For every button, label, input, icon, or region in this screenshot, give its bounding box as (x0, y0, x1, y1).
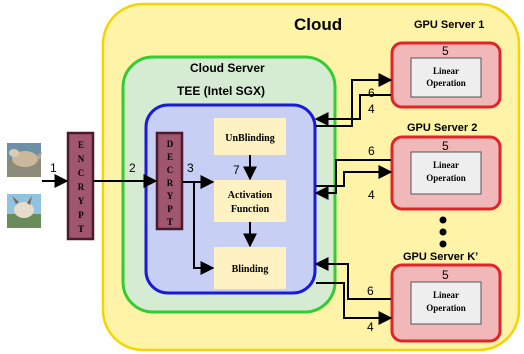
encrypt-letter: C (78, 168, 85, 178)
gpu1-step-4: 4 (368, 102, 375, 116)
encrypt-letter: T (78, 224, 84, 234)
decrypt-letter: D (167, 139, 174, 149)
gpu-server-2-step: 5 (442, 139, 449, 153)
arrow-gpu2-to-tee (314, 159, 391, 200)
cloud-server-title: Cloud Server (190, 61, 265, 75)
goat-image-icon (7, 194, 41, 228)
decrypt-letter: Y (167, 191, 174, 201)
activation-block (214, 180, 286, 222)
activation-label-line2: Function (231, 204, 270, 215)
decrypt-letters: D E C R Y P T (167, 139, 174, 227)
gpu-server-1-title: GPU Server 1 (414, 19, 484, 31)
decrypt-letter: E (167, 152, 173, 162)
encrypt-letters: E N C R Y P T (78, 140, 85, 234)
encrypt-letter: Y (78, 196, 85, 206)
decrypt-letter: P (167, 204, 173, 214)
ellipsis-dot (439, 228, 447, 236)
arrow-gpu1-to-tee (314, 94, 391, 126)
activation-label-line1: Activation (228, 190, 273, 201)
encrypt-letter: N (78, 154, 85, 164)
arrow-decrypt-blinding (193, 182, 215, 275)
gpu-server-1-op-line2: Operation (426, 78, 466, 88)
unblinding-label: UnBlinding (225, 133, 274, 144)
step-1-label: 1 (50, 161, 57, 175)
encrypt-letter: R (78, 182, 85, 192)
gpu-server-1-op-line1: Linear (433, 66, 459, 76)
tee-title: TEE (Intel SGX) (177, 84, 265, 98)
gpu-server-2-op-line1: Linear (433, 160, 459, 170)
gpuk-step-4: 4 (367, 320, 374, 334)
gpu2-step-4: 4 (368, 188, 375, 202)
step-2-label: 2 (129, 161, 136, 175)
unblinding-block (214, 118, 286, 155)
decrypt-letter: T (167, 217, 173, 227)
ellipsis-dot (439, 240, 447, 248)
cloud-title: Cloud (294, 15, 342, 34)
decrypt-letter: C (167, 165, 174, 175)
ellipsis-dot (439, 216, 447, 224)
bird-image-icon (7, 143, 42, 177)
arrow-tee-to-gpuk (316, 282, 393, 325)
decrypt-block (155, 131, 184, 231)
gpu-server-2-operation (410, 151, 482, 195)
arrow-tee-to-gpu2 (316, 165, 393, 187)
gpu1-step-6: 6 (368, 86, 375, 100)
encrypt-letter: P (78, 210, 84, 220)
arrow-tee-to-gpu1 (316, 73, 393, 127)
gpu-server-2-op-line2: Operation (426, 173, 466, 183)
gpuk-step-6: 6 (367, 284, 374, 298)
gpu-server-k-title: GPU Server K’ (403, 251, 478, 263)
decrypt-letter: R (167, 178, 174, 188)
gpu-server-k-step: 5 (442, 268, 449, 282)
step-7-label: 7 (233, 163, 240, 177)
gpu-server-1-step: 5 (442, 44, 449, 58)
gpu-server-k-op-line2: Operation (426, 303, 466, 313)
gpu-server-2-title: GPU Server 2 (407, 122, 477, 134)
gpu-server-1-operation (410, 57, 482, 98)
blinding-block (214, 247, 286, 289)
arrow-gpuk-to-tee (314, 257, 391, 300)
step-3-label: 3 (187, 161, 194, 175)
encrypt-letter: E (78, 140, 84, 150)
gpu2-step-6: 6 (368, 144, 375, 158)
gpu-server-k-operation (410, 281, 482, 325)
gpu-server-k-op-line1: Linear (433, 290, 459, 300)
blinding-label: Blinding (232, 264, 269, 275)
